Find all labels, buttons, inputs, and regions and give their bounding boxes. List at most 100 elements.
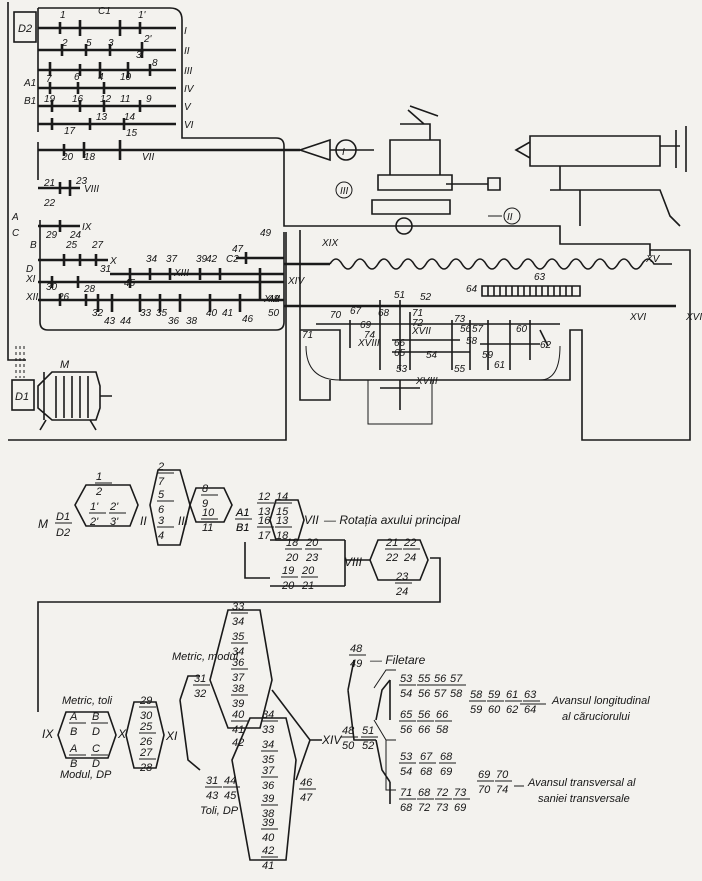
s5-ratio-1-num: 20: [305, 537, 319, 549]
gear-number-4: 5: [86, 38, 92, 49]
tr2-ratio-3-num: 73: [454, 787, 467, 799]
s6-ratio-1-num: 22: [403, 537, 416, 549]
fan-bot-ratio-5-num: 42: [262, 845, 274, 857]
shaft-label-15: XVI: [685, 312, 702, 323]
shaft-label-0: I: [184, 26, 187, 37]
fan-bot-ratio-2-num: 37: [262, 765, 275, 777]
s3-ratio-1-den: 11: [202, 522, 213, 534]
fan-bot-ratio-4-num: 39: [262, 817, 274, 829]
gear-number-48: 45: [124, 278, 136, 289]
s5-ratio-1-den: 23: [305, 552, 319, 564]
thread-text: — Filetare: [369, 653, 426, 667]
shaft-label-9: X: [109, 256, 117, 267]
long1-ratio-3-num: 57: [450, 673, 463, 685]
s4-ratio-0-den: 13: [258, 506, 271, 518]
fan-bot-ratio-0-den: 33: [262, 724, 275, 736]
shaft-label-19: XVIII: [415, 376, 438, 387]
long2-ratio-1-num: 56: [418, 709, 431, 721]
chain-shaft-III: III: [178, 514, 189, 528]
s7-ratio-0-den: 30: [140, 710, 153, 722]
long1-ratio-0-num: 53: [400, 673, 413, 685]
feed-ratio-b-den: 52: [362, 740, 374, 752]
s2-ratio-0-num: 2: [157, 461, 164, 473]
long3-ratio-1-num: 59: [488, 689, 500, 701]
shaft-label-18: XVIII: [357, 338, 380, 349]
s8-bot-ratio-1-num: 44: [224, 775, 236, 787]
long3-ratio-3-den: 64: [524, 704, 536, 716]
shaft-label-6: VII: [142, 152, 154, 163]
tr2-ratio-2-den: 73: [436, 802, 449, 814]
gear-number-53: 35: [156, 308, 168, 319]
fan-bot-ratio-4-den: 40: [262, 832, 275, 844]
gear-number-35: B: [30, 240, 37, 251]
tr2-ratio-3-den: 69: [454, 802, 466, 814]
feed-ratio-a-den: 50: [342, 740, 355, 752]
pulley-num: D1: [56, 511, 70, 523]
clutch-den: B1: [236, 522, 249, 534]
long1-ratio-2-den: 57: [434, 688, 447, 700]
shaft-label-20: XIX: [321, 238, 338, 249]
gear-number-80: 62: [540, 340, 552, 351]
change-gear-0-num: A: [69, 711, 77, 723]
tr2-ratio-2-num: 72: [436, 787, 448, 799]
tool-post: [371, 105, 501, 215]
shaft-label-5: VI: [184, 120, 194, 131]
metric-inch-label: Metric, toli: [62, 695, 113, 707]
gear-number-59: 48: [268, 294, 280, 305]
apron-gearing: [316, 300, 560, 410]
long1-ratio-3-den: 58: [450, 688, 463, 700]
chain-shaft-X: X: [117, 727, 127, 741]
module-dp-label: Modul, DP: [60, 769, 112, 781]
gear-number-54: 36: [168, 316, 180, 327]
s8-bot-ratio-0-num: 31: [206, 775, 218, 787]
shaft-label-8: IX: [82, 222, 92, 233]
gear-number-30: C: [12, 228, 20, 239]
metric-module-label: Metric, modul: [172, 651, 239, 663]
shaft-label-2: III: [184, 66, 193, 77]
gear-number-25: 18: [84, 152, 96, 163]
s1-ratio-1-den: 2': [89, 516, 99, 528]
gear-number-81: 53: [396, 364, 408, 375]
gear-number-83: 55: [454, 364, 466, 375]
s4-ratio-3-num: 13: [276, 515, 289, 527]
long3-ratio-2-den: 62: [506, 704, 518, 716]
chain-shaft-XI: XI: [165, 729, 178, 743]
cross-circle: [335, 181, 353, 199]
s5-ratio-2-den: 20: [281, 580, 295, 592]
gear-number-32: 24: [69, 230, 82, 241]
s6-ratio-0-den: 22: [385, 552, 398, 564]
gear-number-12: 10: [120, 72, 132, 83]
motor-d1-label: D1: [15, 391, 29, 403]
shaft-label-4: V: [184, 102, 192, 113]
shaft-label-11: XII: [25, 292, 38, 303]
gear-number-47: 28: [83, 284, 96, 295]
shaft-label-layer: IIIIIIIVVVIVIIVIIIIXXXIXIIXIIIXIVXVXVIXV…: [25, 26, 702, 387]
long-text-1: Avansul longitudinal: [551, 695, 650, 707]
chain-connectors: [37, 539, 441, 712]
fan-top-ratio-4-den: 41: [232, 724, 244, 736]
change-gear-2-num: A: [69, 743, 77, 755]
s4-ratio-1-num: 14: [276, 491, 288, 503]
gear-number-14: B1: [24, 96, 36, 107]
gear-number-52: 33: [140, 308, 152, 319]
tr1-ratio-0-den: 54: [400, 766, 412, 778]
s7-ratio-2-den: 28: [139, 762, 153, 774]
s3-ratio-0-num: 8: [202, 483, 209, 495]
tr1-ratio-1-num: 67: [420, 751, 433, 763]
gear-number-26: 21: [43, 178, 55, 189]
motor-body: [37, 371, 112, 431]
tailstock: [514, 126, 687, 227]
fan-bot-ratio-3-den: 38: [262, 808, 275, 820]
gear-number-36: D: [26, 264, 33, 275]
gear-number-57: 41: [222, 308, 233, 319]
fan-top-ratio-1-den: 34: [232, 646, 244, 658]
gear-number-21: 14: [124, 112, 136, 123]
gear-number-27: 23: [75, 176, 88, 187]
gear-number-23: 15: [126, 128, 138, 139]
chain-shaft-VIII: VIII: [344, 555, 363, 569]
feed-ratio-a-num: 48: [342, 725, 355, 737]
change-gear-1-den: D: [92, 726, 100, 738]
